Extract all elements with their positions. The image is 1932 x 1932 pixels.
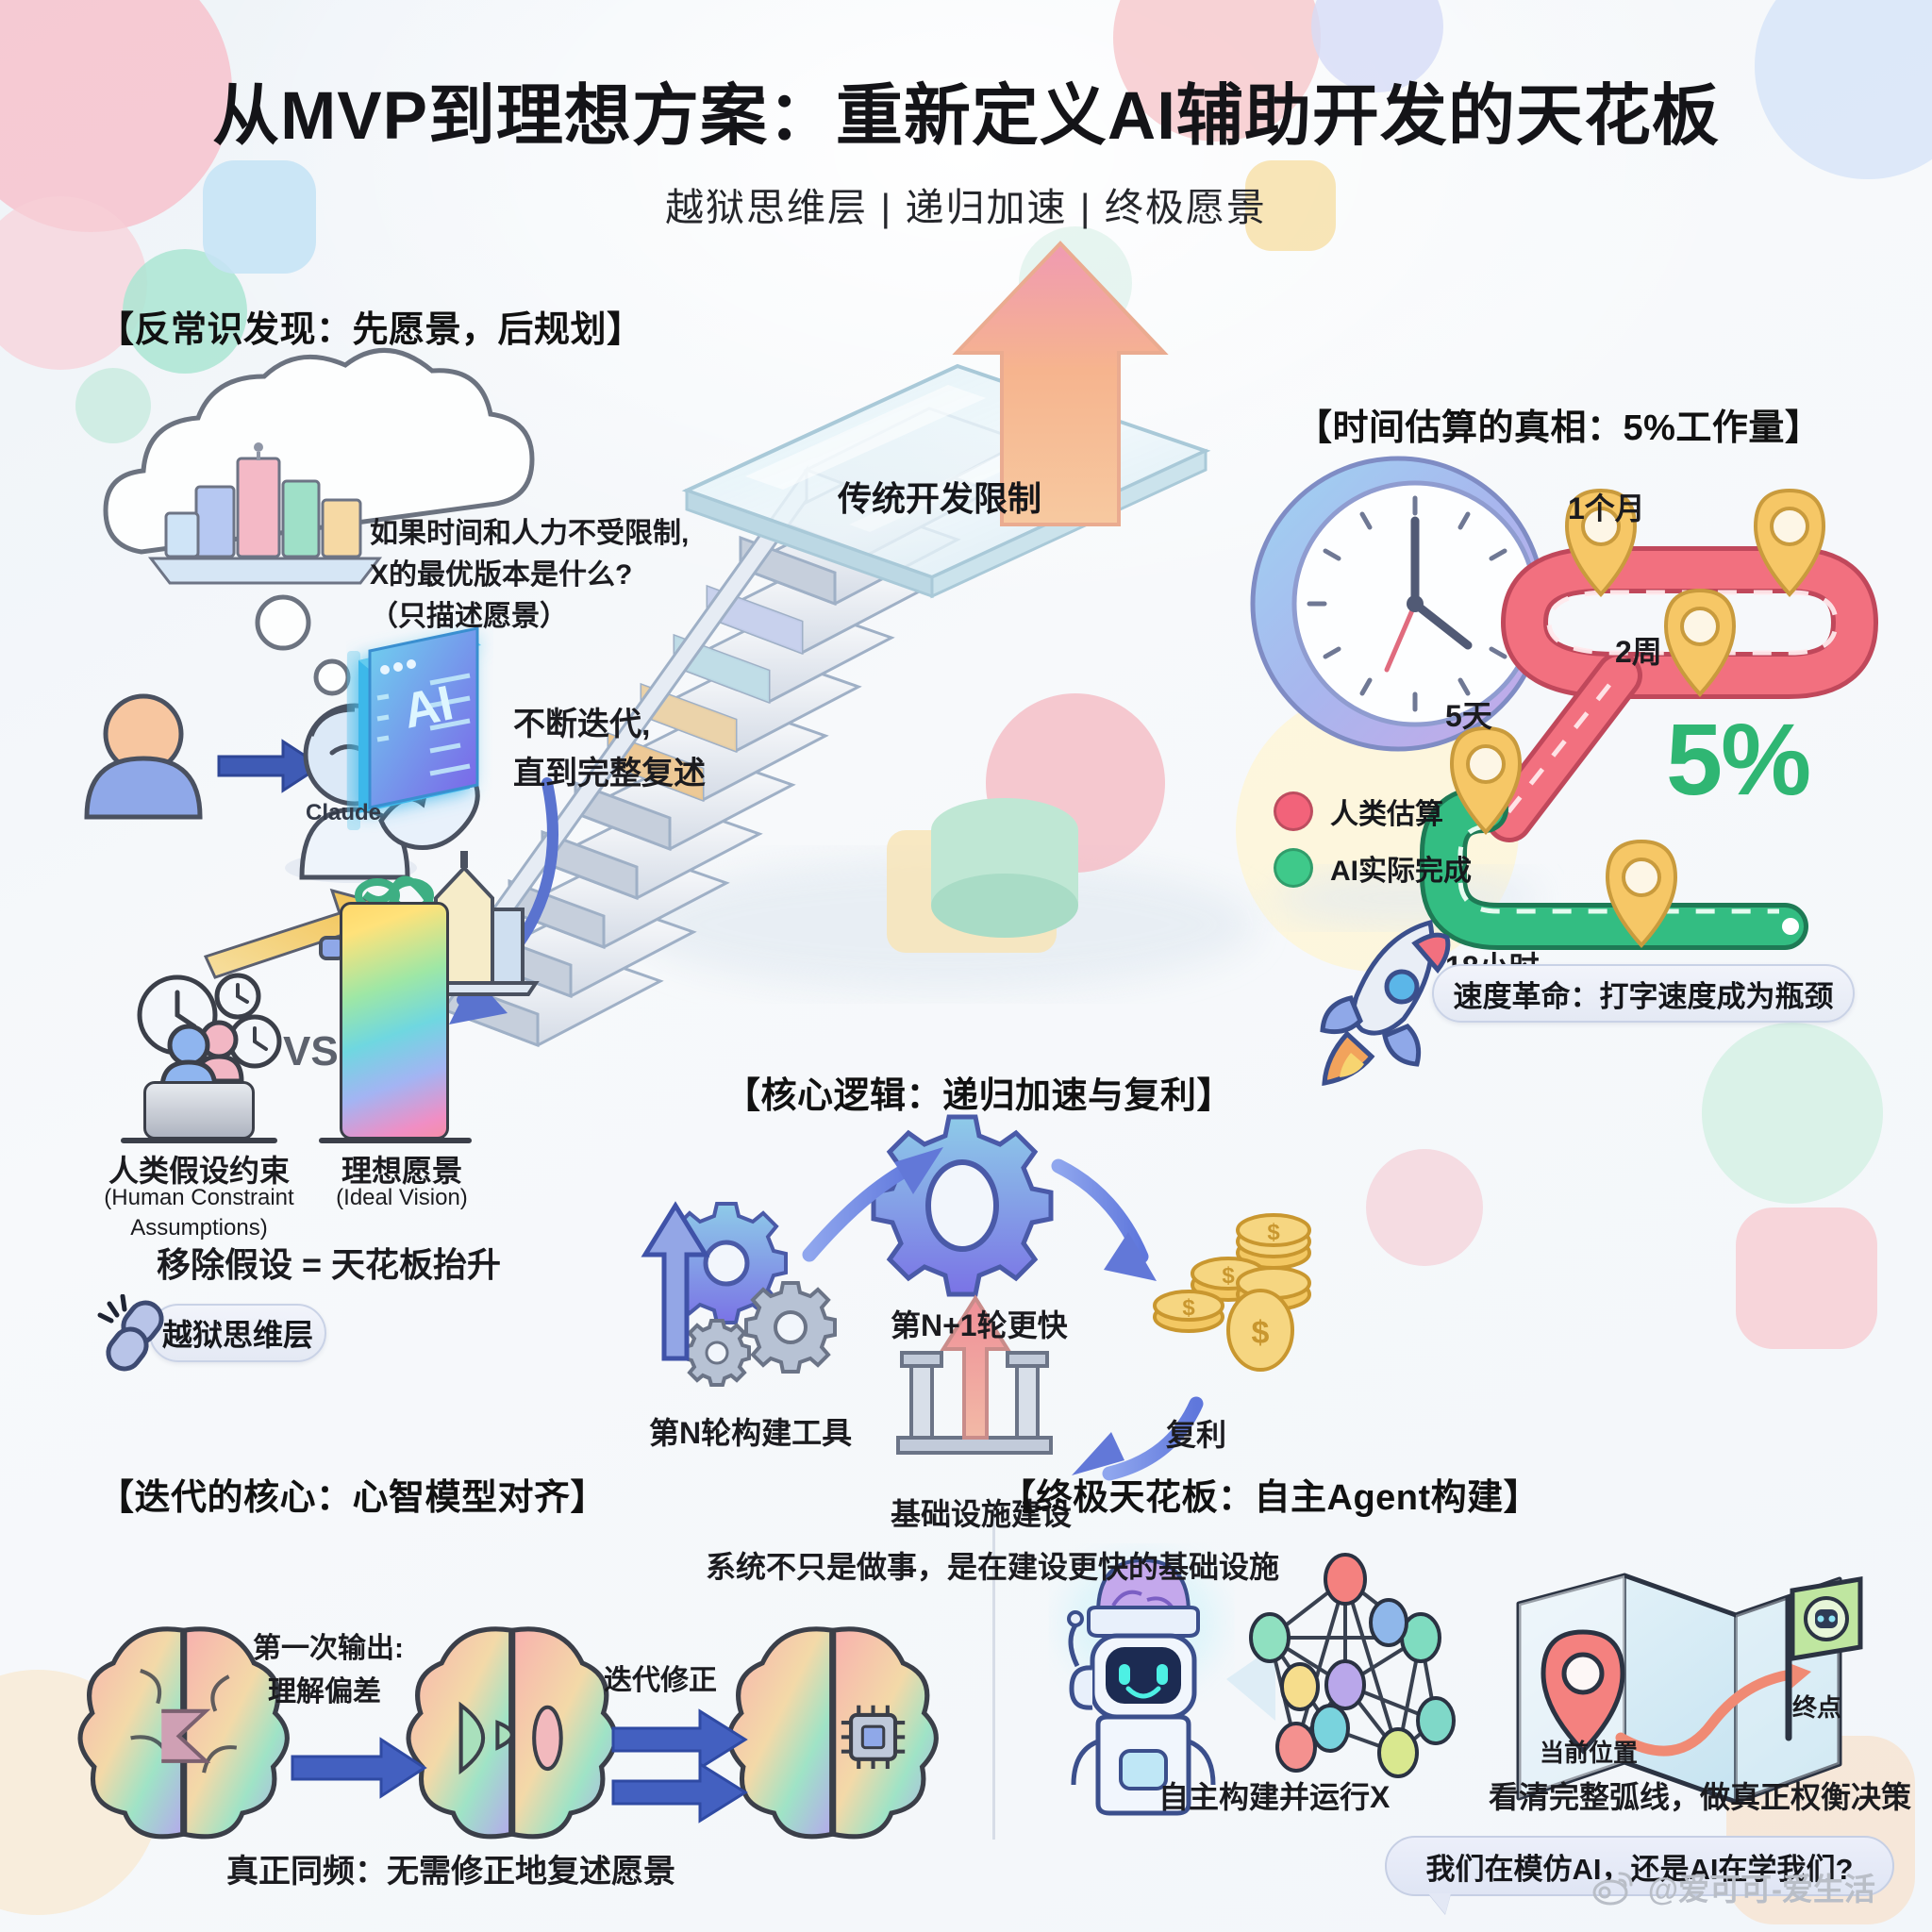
bar-human-constraints bbox=[143, 1081, 255, 1140]
staircase-illustration bbox=[440, 241, 1255, 1048]
section-heading-time-truth: 【时间估算的真相：5%工作量】 bbox=[1296, 408, 1822, 448]
rocket-icon bbox=[1320, 919, 1451, 1087]
node-label-tools: 第N轮构建工具 bbox=[649, 1416, 853, 1450]
glass-ceiling-label: 传统开发限制 bbox=[838, 479, 1042, 518]
bar-left-label-en-2: Assumptions) bbox=[130, 1215, 268, 1241]
formula-text: 移除假设 = 天花板抬升 bbox=[157, 1245, 502, 1284]
watermark: @爱可可-爱生活 bbox=[1591, 1864, 1875, 1909]
badge-speed-revolution[interactable]: 速度革命：打字速度成为瓶颈 bbox=[1432, 964, 1855, 1023]
iteration-step1-line2: 理解偏差 bbox=[268, 1676, 381, 1707]
route-label-five-days: 5天 bbox=[1445, 699, 1492, 733]
route-label-two-weeks: 2周 bbox=[1615, 635, 1662, 669]
legend-item-ai: AI实际完成 bbox=[1274, 847, 1472, 889]
section-heading-core-logic: 【核心逻辑：递归加速与复利】 bbox=[724, 1076, 1234, 1116]
legend-label-human: 人类估算 bbox=[1330, 799, 1443, 830]
svg-text:$: $ bbox=[1222, 1263, 1235, 1289]
map-end-label: 终点 bbox=[1792, 1693, 1842, 1722]
chain-icon bbox=[97, 1294, 164, 1372]
iteration-step1-line1: 第一次输出: bbox=[253, 1633, 404, 1664]
robot-caption: 自主构建并运行X bbox=[1158, 1780, 1391, 1814]
bar-left-label-cn: 人类假设约束 bbox=[108, 1154, 290, 1188]
infrastructure-icon bbox=[896, 1294, 1053, 1455]
arrow-user-to-agent bbox=[217, 739, 324, 793]
core-logic-illustration: $ $ $ $ bbox=[641, 1114, 1311, 1481]
ai-screen-illustration: AI bbox=[347, 626, 481, 830]
section-heading-ultimate-ceiling: 【终极天花板：自主Agent构建】 bbox=[1000, 1478, 1541, 1518]
agent-name-label: Claude bbox=[306, 800, 382, 825]
iteration-core-caption: 真正同频：无需修正地复述愿景 bbox=[226, 1854, 675, 1890]
legend-label-ai: AI实际完成 bbox=[1330, 856, 1472, 887]
route-illustration bbox=[1420, 488, 1878, 950]
node-label-compound: 复利 bbox=[1166, 1418, 1227, 1452]
svg-text:$: $ bbox=[1252, 1315, 1270, 1351]
user-avatar-illustration bbox=[84, 693, 203, 820]
vs-label: VS bbox=[283, 1028, 339, 1074]
route-label-one-month: 1个月 bbox=[1568, 491, 1645, 525]
core-logic-caption: 系统不只是做事，是在建设更快的基础设施 bbox=[706, 1550, 1280, 1584]
map-illustration bbox=[1516, 1573, 1863, 1805]
map-current-label: 当前位置 bbox=[1540, 1739, 1639, 1767]
node-label-faster: 第N+1轮更快 bbox=[891, 1308, 1068, 1342]
coins-icon: $ $ $ $ bbox=[1153, 1213, 1311, 1372]
legend-item-human: 人类估算 bbox=[1274, 791, 1443, 832]
page-title: 从MVP到理想方案：重新定义AI辅助开发的天花板 bbox=[212, 79, 1720, 154]
iteration-step2-label: 迭代修正 bbox=[604, 1665, 717, 1696]
bar-ideal-vision bbox=[340, 902, 449, 1140]
svg-text:AI: AI bbox=[398, 675, 458, 740]
section-divider bbox=[992, 1509, 995, 1840]
iterate-text-line1: 不断迭代, bbox=[513, 707, 651, 742]
prompt-text-line3: （只描述愿景） bbox=[370, 601, 568, 632]
bar-right-label-cn: 理想愿景 bbox=[341, 1154, 462, 1188]
weibo-icon bbox=[1592, 1872, 1633, 1906]
page-header: 从MVP到理想方案：重新定义AI辅助开发的天花板 越狱思维层 | 递归加速 | … bbox=[0, 79, 1932, 232]
network-graph-icon bbox=[1249, 1553, 1456, 1778]
legend-dot-ai bbox=[1274, 848, 1313, 888]
section-heading-iteration-core: 【迭代的核心：心智模型对齐】 bbox=[98, 1478, 608, 1518]
svg-text:$: $ bbox=[1182, 1295, 1195, 1321]
bar-left-label-en-1: (Human Constraint bbox=[104, 1185, 294, 1210]
svg-text:$: $ bbox=[1267, 1220, 1280, 1245]
robot-network-illustration bbox=[1064, 1553, 1456, 1816]
prompt-text-line2: X的最优版本是什么? bbox=[370, 559, 633, 591]
bar-base-left bbox=[121, 1138, 277, 1143]
bar-base-right bbox=[319, 1138, 472, 1143]
iterate-text-line2: 直到完整复述 bbox=[513, 756, 706, 791]
vision-cloud-illustration bbox=[103, 347, 535, 696]
breakthrough-arrow bbox=[952, 241, 1169, 526]
page-subtitle: 越狱思维层 | 递归加速 | 终极愿景 bbox=[665, 185, 1267, 229]
human-constraints-icons bbox=[137, 973, 282, 1091]
clock-illustration bbox=[1250, 456, 1546, 926]
prompt-text-line1: 如果时间和人力不受限制, bbox=[370, 518, 690, 549]
map-caption: 看清完整弧线，做真正权衡决策 bbox=[1489, 1780, 1912, 1814]
node-label-infra: 基础设施建设 bbox=[891, 1497, 1073, 1531]
section-heading-counterintuitive: 【反常识发现：先愿景，后规划】 bbox=[98, 310, 643, 350]
closing-bubble: 我们在模仿AI，还是AI在学我们? bbox=[1385, 1836, 1894, 1896]
brains-illustration bbox=[77, 1626, 939, 1840]
bar-right-label-en: (Ideal Vision) bbox=[336, 1185, 468, 1210]
highlight-five-percent: 5% bbox=[1666, 702, 1811, 816]
legend-dot-human bbox=[1274, 791, 1313, 831]
watermark-handle: @爱可可-爱生活 bbox=[1647, 1872, 1875, 1907]
